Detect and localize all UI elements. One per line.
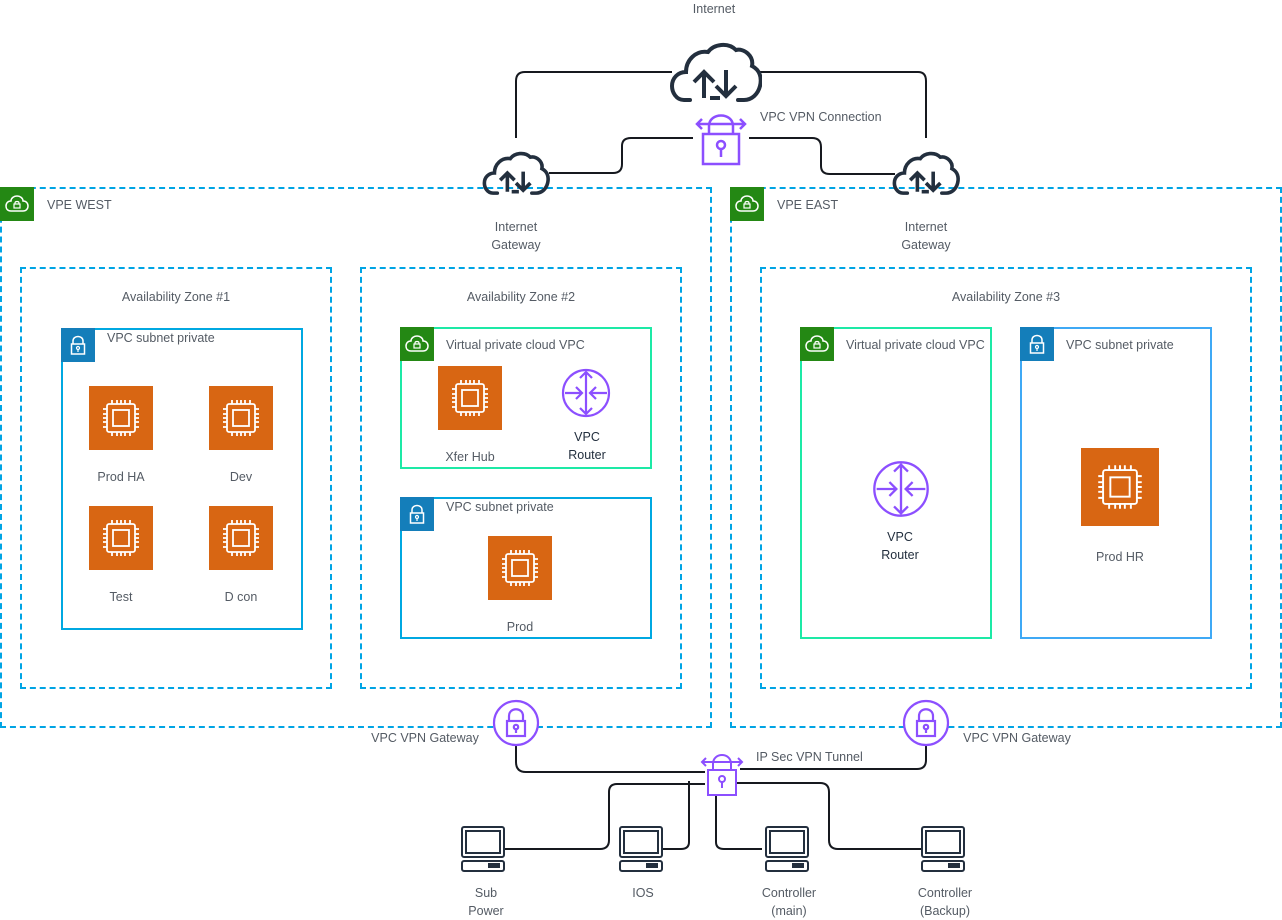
vpc-router-icon[interactable] bbox=[561, 368, 611, 423]
wire-tunnel-ios bbox=[662, 781, 690, 850]
ipsec-tunnel-label: IP Sec VPN Tunnel bbox=[756, 750, 863, 764]
client-label-line1: Controller bbox=[917, 886, 973, 900]
wire-west-vpn bbox=[549, 137, 693, 174]
vpc-cloud-badge-icon bbox=[800, 327, 834, 361]
instance-label-prod-ha: Prod HA bbox=[97, 470, 145, 484]
vpc-cloud-badge-icon bbox=[400, 327, 434, 361]
vpc-router-icon[interactable] bbox=[872, 460, 930, 523]
az2-title: Availability Zone #2 bbox=[466, 290, 576, 304]
client-label-line1: IOS bbox=[632, 886, 654, 900]
wire-tunnel-ctrlmain bbox=[715, 795, 762, 850]
az3-subnet-title: VPC subnet private bbox=[1066, 338, 1174, 352]
router-label-line2: Router bbox=[881, 548, 919, 562]
az3-vpc: Virtual private cloud VPC bbox=[800, 327, 992, 639]
subnet-lock-badge-icon bbox=[1020, 327, 1054, 361]
client-label-line2: Power bbox=[468, 904, 504, 918]
internet-label: Internet bbox=[692, 2, 736, 16]
client-computer-icon[interactable] bbox=[461, 826, 505, 877]
az1-subnet-title: VPC subnet private bbox=[107, 331, 215, 345]
igw-east-label-line1: Internet bbox=[904, 220, 948, 234]
az3-vpc-title: Virtual private cloud VPC bbox=[846, 338, 985, 352]
router-label-line1: VPC bbox=[574, 430, 600, 444]
internet-cloud-icon bbox=[669, 40, 763, 109]
client-label-line2: (main) bbox=[771, 904, 807, 918]
vpn-gateway-west-label: VPC VPN Gateway bbox=[371, 731, 479, 745]
client-computer-icon[interactable] bbox=[921, 826, 965, 877]
ec2-instance-icon[interactable] bbox=[209, 386, 273, 450]
igw-west-label-line2: Gateway bbox=[491, 238, 541, 252]
wire-internet-east bbox=[760, 71, 927, 138]
az3-title: Availability Zone #3 bbox=[951, 290, 1061, 304]
wire-internet-west bbox=[515, 71, 672, 138]
region-east: VPE EAST bbox=[730, 187, 1282, 728]
igw-east-label-line2: Gateway bbox=[901, 238, 951, 252]
instance-label-test: Test bbox=[109, 590, 133, 604]
ec2-instance-icon[interactable] bbox=[89, 386, 153, 450]
router-label-line2: Router bbox=[568, 448, 606, 462]
availability-zone-1: Availability Zone #1 VPC subnet private bbox=[20, 267, 332, 689]
az2-subnet-private: VPC subnet private bbox=[400, 497, 652, 639]
client-computer-icon[interactable] bbox=[619, 826, 663, 877]
subnet-lock-badge-icon bbox=[400, 497, 434, 531]
internet-gateway-west-icon[interactable] bbox=[481, 150, 551, 201]
instance-label-d-con: D con bbox=[224, 590, 258, 604]
instance-label-dev: Dev bbox=[229, 470, 253, 484]
ec2-instance-icon[interactable] bbox=[1081, 448, 1159, 526]
internet-gateway-east-icon[interactable] bbox=[891, 150, 961, 201]
subnet-lock-badge-icon bbox=[61, 328, 95, 362]
ec2-instance-icon[interactable] bbox=[89, 506, 153, 570]
client-label-line1: Controller bbox=[761, 886, 817, 900]
az2-vpc: Virtual private cloud VPC bbox=[400, 327, 652, 469]
ec2-instance-icon[interactable] bbox=[209, 506, 273, 570]
vpn-gateway-east-icon[interactable] bbox=[902, 699, 950, 752]
instance-label-prod: Prod bbox=[506, 620, 534, 634]
wire-westgw-tunnel bbox=[515, 740, 705, 773]
vpn-gateway-east-label: VPC VPN Gateway bbox=[963, 731, 1071, 745]
az1-subnet-private: VPC subnet private bbox=[61, 328, 303, 630]
instance-label-xfer-hub: Xfer Hub bbox=[445, 450, 495, 464]
az3-subnet-private: VPC subnet private bbox=[1020, 327, 1212, 639]
az2-subnet-title: VPC subnet private bbox=[446, 500, 554, 514]
region-cloud-badge-icon bbox=[730, 187, 764, 221]
vpn-connection-label: VPC VPN Connection bbox=[760, 110, 882, 124]
availability-zone-2: Availability Zone #2 bbox=[360, 267, 682, 689]
wire-tunnel-subpower bbox=[505, 783, 705, 850]
wire-vpn-east bbox=[749, 137, 895, 175]
ipsec-vpn-tunnel-icon[interactable] bbox=[700, 750, 744, 801]
region-east-title: VPE EAST bbox=[777, 198, 839, 212]
az1-title: Availability Zone #1 bbox=[121, 290, 231, 304]
client-label-line1: Sub bbox=[474, 886, 498, 900]
igw-west-label-line1: Internet bbox=[494, 220, 538, 234]
client-computer-icon[interactable] bbox=[765, 826, 809, 877]
region-west: VPE WEST bbox=[0, 187, 712, 728]
az2-vpc-title: Virtual private cloud VPC bbox=[446, 338, 585, 352]
availability-zone-3: Availability Zone #3 bbox=[760, 267, 1252, 689]
ec2-instance-icon[interactable] bbox=[438, 366, 502, 430]
ec2-instance-icon[interactable] bbox=[488, 536, 552, 600]
region-cloud-badge-icon bbox=[0, 187, 34, 221]
instance-label-prod-hr: Prod HR bbox=[1096, 550, 1144, 564]
client-label-line2: (Backup) bbox=[919, 904, 971, 918]
region-west-title: VPE WEST bbox=[47, 198, 112, 212]
vpn-connection-lock-icon[interactable] bbox=[693, 108, 749, 171]
vpn-gateway-west-icon[interactable] bbox=[492, 699, 540, 752]
router-label-line1: VPC bbox=[887, 530, 913, 544]
